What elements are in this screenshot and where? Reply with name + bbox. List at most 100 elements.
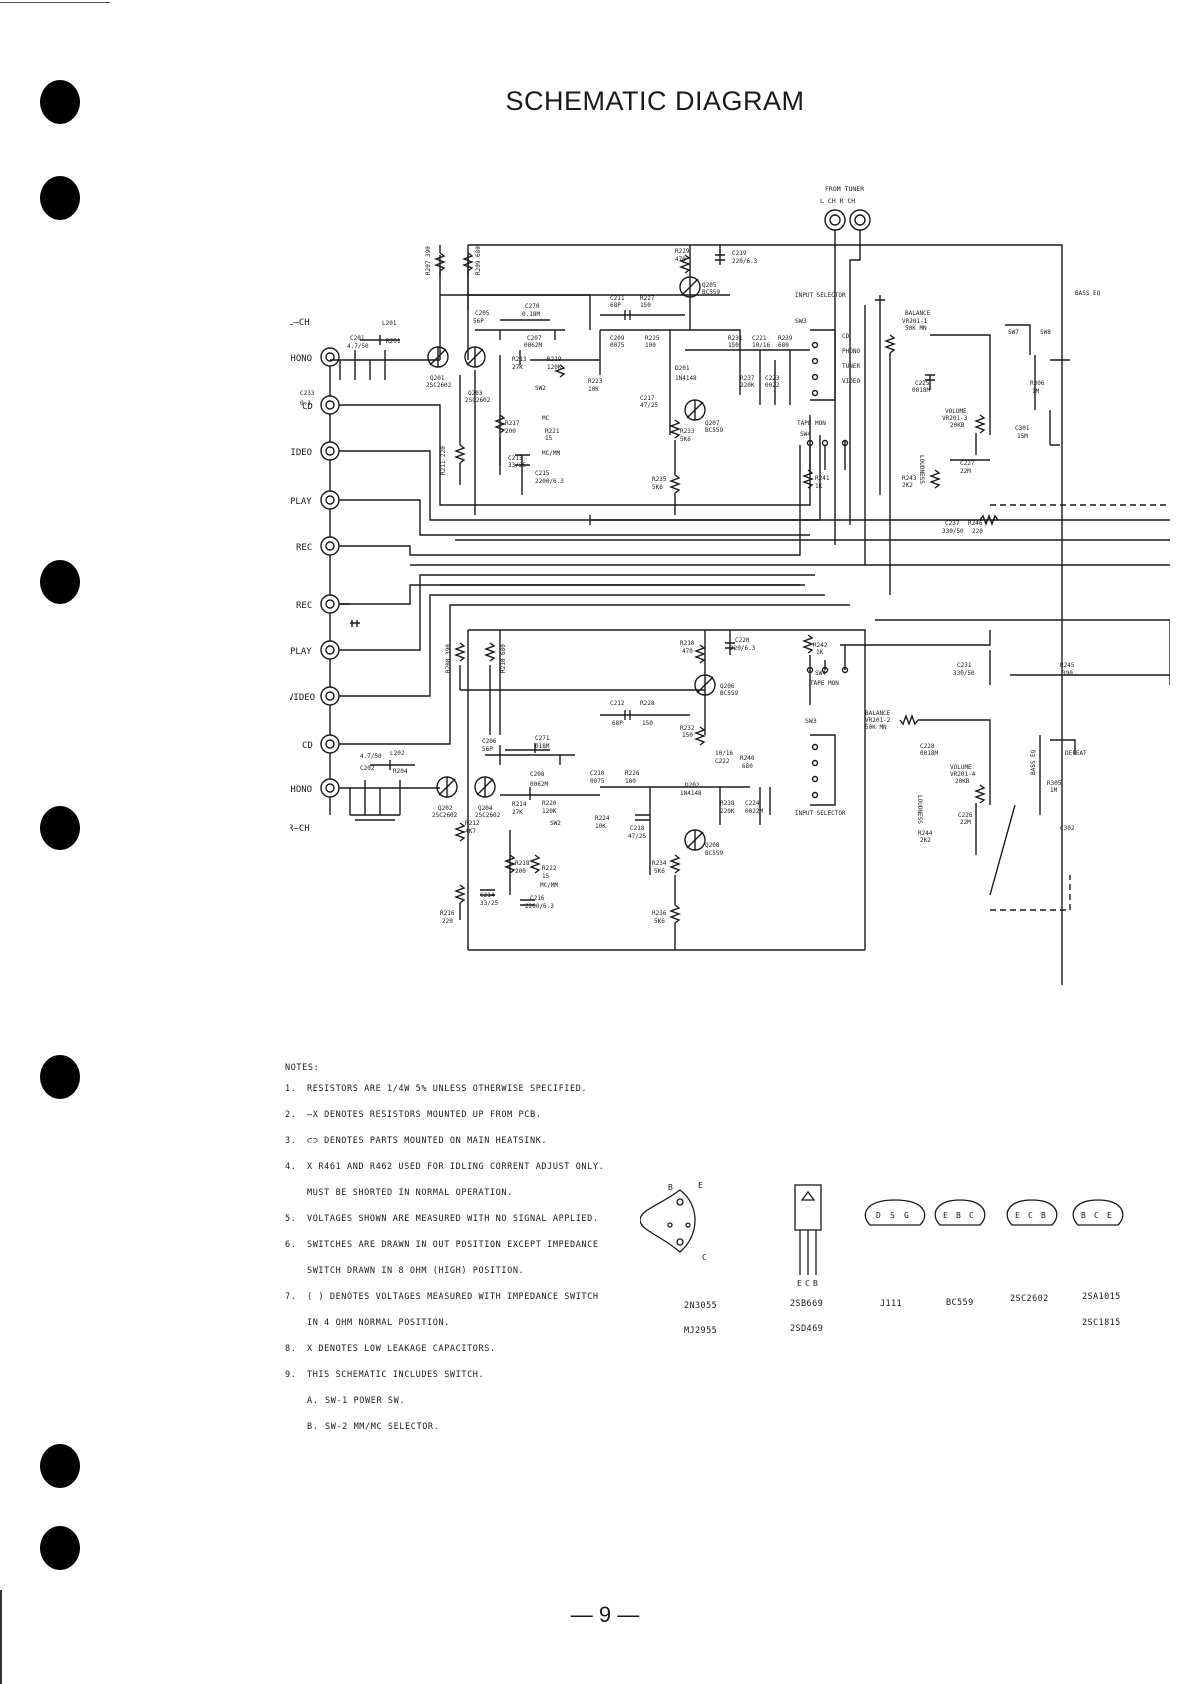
- svg-text:68P: 68P: [612, 720, 623, 727]
- svg-text:SW2: SW2: [535, 385, 546, 392]
- jack-label-rec-l: REC: [296, 543, 312, 553]
- binder-hole: [40, 1055, 80, 1099]
- svg-text:Q202: Q202: [438, 805, 453, 812]
- svg-text:R217: R217: [505, 420, 520, 427]
- jack-label-video-r: VIDEO: [290, 693, 315, 703]
- svg-text:R244: R244: [918, 830, 933, 837]
- note-item: 1.RESISTORS ARE 1/4W 5% UNLESS OTHERWISE…: [285, 1083, 588, 1094]
- svg-text:R212: R212: [465, 820, 480, 827]
- svg-text:E: E: [797, 1279, 802, 1288]
- svg-text:TAPE MON: TAPE MON: [810, 680, 839, 687]
- svg-text:120K: 120K: [542, 808, 557, 815]
- svg-text:DEFEAT: DEFEAT: [1065, 750, 1087, 757]
- svg-text:BC559: BC559: [720, 690, 738, 697]
- svg-text:C205: C205: [475, 310, 490, 317]
- svg-text:R216: R216: [440, 910, 455, 917]
- svg-text:E: E: [1015, 1211, 1020, 1220]
- svg-text:R245: R245: [1060, 662, 1075, 669]
- svg-text:470: 470: [682, 648, 693, 655]
- rail-top: [468, 244, 1063, 985]
- svg-text:C206: C206: [482, 738, 497, 745]
- l201-label: L201: [382, 320, 397, 327]
- svg-text:4K7: 4K7: [465, 828, 476, 835]
- svg-text:R211 220: R211 220: [440, 446, 447, 475]
- svg-text:TUNER: TUNER: [842, 363, 860, 370]
- schematic-diagram: FROM TUNER L CH R CH R207 390 R209 680 L…: [290, 185, 1170, 985]
- svg-text:VR201-3: VR201-3: [942, 415, 968, 422]
- svg-text:R305: R305: [1047, 780, 1062, 787]
- svg-text:VR201-2: VR201-2: [865, 717, 891, 724]
- svg-text:SW3: SW3: [795, 317, 807, 325]
- svg-text:BALANCE: BALANCE: [905, 310, 931, 317]
- svg-text:100: 100: [625, 778, 636, 785]
- svg-text:BALANCE: BALANCE: [865, 710, 891, 717]
- right-channel-label: R—CH: [290, 824, 310, 834]
- svg-text:R221: R221: [545, 428, 560, 435]
- binder-hole: [40, 176, 80, 220]
- package-name: 2N3055: [684, 1301, 718, 1311]
- svg-text:220/6.3: 220/6.3: [730, 645, 756, 652]
- svg-text:2K2: 2K2: [902, 482, 913, 489]
- package-name: 2SA1015: [1082, 1292, 1121, 1302]
- svg-text:E: E: [698, 1181, 703, 1190]
- svg-text:5K6: 5K6: [654, 918, 665, 925]
- svg-text:10/16: 10/16: [752, 342, 770, 349]
- jack-label-video-l: VIDEO: [290, 448, 312, 458]
- jack-label-play-r: PLAY: [290, 647, 312, 657]
- svg-text:680: 680: [778, 342, 789, 349]
- svg-text:22M: 22M: [960, 468, 971, 475]
- svg-text:0062M: 0062M: [530, 781, 548, 788]
- svg-text:D202: D202: [685, 782, 700, 789]
- svg-text:C219: C219: [732, 250, 747, 257]
- jack-label-cd-l: CD: [302, 402, 313, 412]
- svg-text:R218: R218: [515, 860, 530, 867]
- svg-text:C301: C301: [1015, 425, 1030, 432]
- package-name: BC559: [946, 1298, 974, 1308]
- input-selector-left: INPUT SELECTOR SW3 CD PHONO TUNER VIDEO …: [728, 292, 860, 490]
- svg-text:10/16: 10/16: [715, 750, 733, 757]
- svg-text:BC559: BC559: [702, 289, 720, 296]
- svg-text:C: C: [805, 1279, 810, 1288]
- svg-text:R225: R225: [645, 335, 660, 342]
- package-name: 2SC1815: [1082, 1318, 1121, 1328]
- svg-text:C227: C227: [960, 460, 975, 467]
- svg-text:D201: D201: [675, 365, 690, 372]
- svg-text:E: E: [1107, 1211, 1112, 1220]
- resistor-r207: [434, 252, 446, 272]
- notes-section: NOTES: 1.RESISTORS ARE 1/4W 5% UNLESS OT…: [285, 1064, 604, 1449]
- svg-text:B: B: [668, 1183, 673, 1192]
- svg-text:MC/MM: MC/MM: [540, 882, 558, 889]
- svg-text:15: 15: [542, 873, 550, 880]
- svg-text:R232: R232: [680, 725, 695, 732]
- svg-text:BASS EQ: BASS EQ: [1030, 749, 1037, 775]
- svg-text:C210: C210: [590, 770, 605, 777]
- svg-text:2200/6.3: 2200/6.3: [525, 903, 554, 910]
- svg-text:C207: C207: [527, 335, 542, 342]
- svg-text:C: C: [702, 1253, 707, 1262]
- note-item: 4.X R461 AND R462 USED FOR IDLING CORREN…: [285, 1161, 605, 1172]
- svg-text:20KB: 20KB: [955, 778, 970, 785]
- svg-text:R235: R235: [652, 476, 667, 483]
- input-selector-right: SW3 INPUT SELECTOR SW4 TAPE MON R242 1K: [795, 634, 849, 817]
- r201-label: R201: [386, 338, 401, 345]
- note-item: 6.SWITCHES ARE DRAWN IN OUT POSITION EXC…: [285, 1239, 599, 1250]
- note-item: 8.X DENOTES LOW LEAKAGE CAPACITORS.: [285, 1343, 496, 1354]
- top-edge-line: [0, 2, 110, 3]
- svg-text:2SC2602: 2SC2602: [475, 812, 501, 819]
- svg-text:R214: R214: [512, 801, 527, 808]
- svg-text:018M: 018M: [535, 743, 550, 750]
- q201-type: 2SC2602: [426, 382, 452, 389]
- svg-text:R229: R229: [675, 248, 690, 255]
- svg-text:C221: C221: [752, 335, 767, 342]
- svg-text:C208: C208: [530, 771, 545, 778]
- svg-text:33/25: 33/25: [480, 900, 498, 907]
- svg-text:C212: C212: [610, 700, 625, 707]
- svg-text:120K: 120K: [547, 364, 562, 371]
- svg-text:390: 390: [1062, 670, 1073, 677]
- note-item: 7.( ) DENOTES VOLTAGES MEASURED WITH IMP…: [285, 1291, 599, 1302]
- svg-text:VOLUME: VOLUME: [950, 764, 972, 771]
- svg-text:SW3: SW3: [805, 717, 817, 725]
- svg-text:C213: C213: [508, 455, 523, 462]
- svg-text:C228: C228: [920, 743, 935, 750]
- svg-text:220/6.3: 220/6.3: [732, 258, 758, 265]
